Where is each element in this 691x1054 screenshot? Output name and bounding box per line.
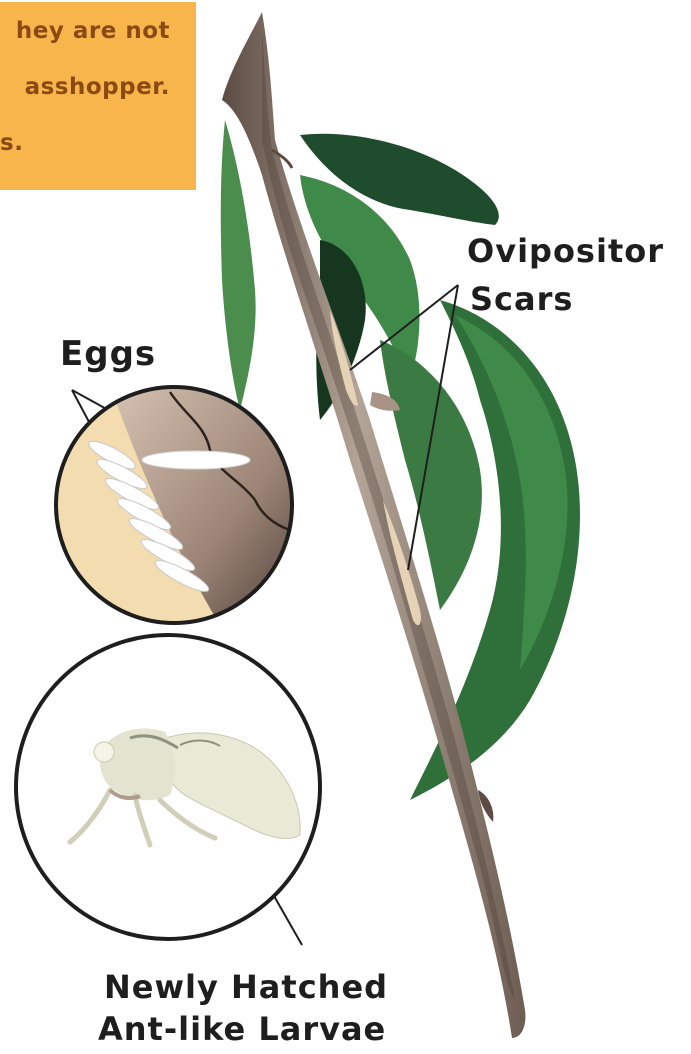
eggs-label: Eggs xyxy=(60,334,156,374)
larvae-label-line-1: Newly Hatched xyxy=(104,968,388,1006)
scars-label: Scars xyxy=(470,280,573,318)
larva-eye xyxy=(94,742,114,762)
larva-closeup xyxy=(16,635,320,939)
egg-single xyxy=(142,451,250,469)
ovipositor-label: Ovipositor xyxy=(467,232,664,270)
leaf-left-hanging xyxy=(221,120,256,410)
larvae-label-line-2: Ant-like Larvae xyxy=(98,1010,386,1048)
